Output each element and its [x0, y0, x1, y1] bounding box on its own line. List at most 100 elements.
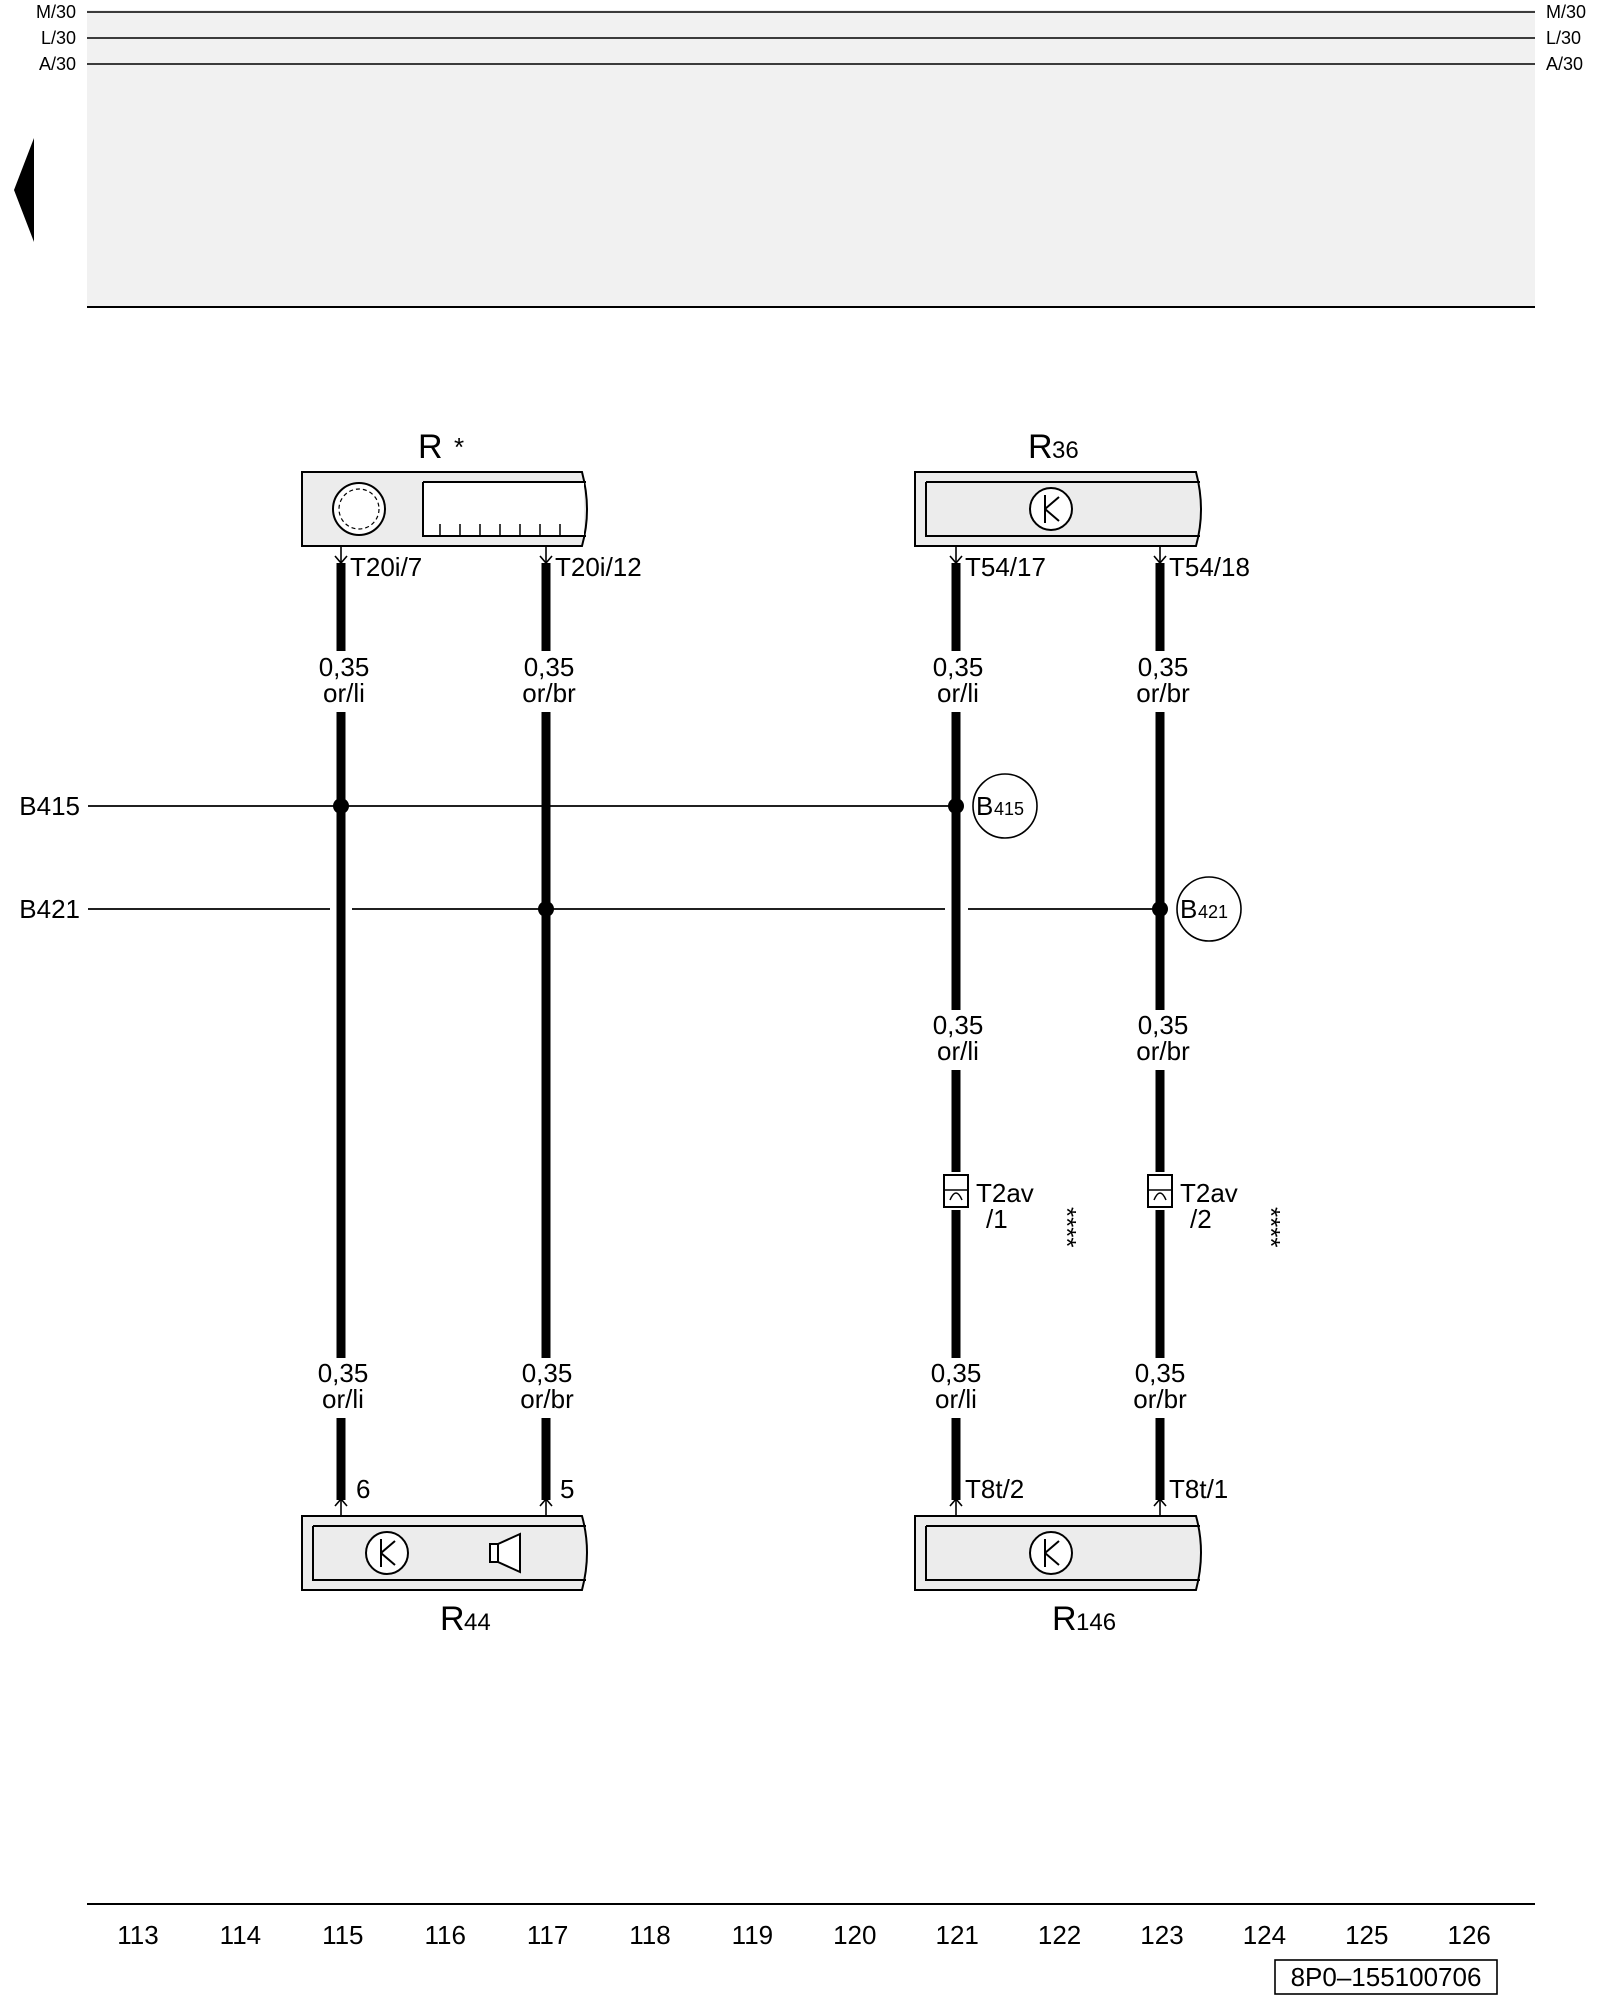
- junction-dot: [948, 798, 964, 814]
- svg-text:0,35: 0,35: [931, 1358, 982, 1388]
- connector-pin-bottom-2: 5: [539, 1474, 574, 1516]
- svg-text:or/br: or/br: [1136, 678, 1190, 708]
- splice-b421: B 421: [1176, 876, 1242, 942]
- component-label: R: [418, 428, 443, 466]
- rail-l30: L/30 L/30: [41, 28, 1581, 48]
- connector-label: T54/17: [965, 552, 1046, 582]
- junction-dot: [333, 798, 349, 814]
- wire-label-1-bot: 0,35 or/li: [318, 1358, 369, 1414]
- inline-connector-t2av-1: T2av /1 ****: [943, 1174, 1082, 1247]
- component-r-star: R *: [301, 428, 588, 547]
- connector-label: T8t/2: [965, 1474, 1024, 1504]
- column-number: 120: [833, 1920, 876, 1950]
- svg-text:or/br: or/br: [520, 1384, 574, 1414]
- svg-text:/1: /1: [986, 1204, 1008, 1234]
- column-number: 117: [527, 1920, 568, 1950]
- svg-text:T2av: T2av: [976, 1178, 1034, 1208]
- component-r146: R 146: [914, 1515, 1202, 1638]
- column-number: 121: [936, 1920, 979, 1950]
- svg-text:or/li: or/li: [322, 1384, 364, 1414]
- connector-label: T8t/1: [1169, 1474, 1228, 1504]
- rail-label-right: M/30: [1546, 2, 1586, 22]
- svg-text:0,35: 0,35: [1138, 1010, 1189, 1040]
- column-number: 126: [1448, 1920, 1491, 1950]
- component-label: R: [1028, 428, 1053, 466]
- speaker-icon: [489, 1532, 521, 1574]
- component-number: 36: [1052, 437, 1079, 464]
- svg-text:B: B: [976, 791, 993, 821]
- wire-label-3-bot: 0,35 or/li: [931, 1358, 982, 1414]
- connector-pin-top-4: T54/18: [1153, 546, 1250, 582]
- svg-text:or/br: or/br: [1133, 1384, 1187, 1414]
- junction-dot: [538, 901, 554, 917]
- component-label: R: [1052, 1600, 1077, 1638]
- previous-page-arrow-icon[interactable]: [14, 138, 34, 242]
- svg-text:8P0–155100706: 8P0–155100706: [1291, 1962, 1482, 1992]
- svg-text:or/br: or/br: [1136, 1036, 1190, 1066]
- svg-text:415: 415: [994, 799, 1024, 819]
- svg-text:0,35: 0,35: [319, 652, 370, 682]
- column-number: 118: [629, 1920, 670, 1950]
- svg-text:or/li: or/li: [937, 678, 979, 708]
- rail-label-left: L/30: [41, 28, 76, 48]
- rail-label-right: A/30: [1546, 54, 1583, 74]
- column-number: 115: [322, 1920, 363, 1950]
- connector-label: T20i/7: [350, 552, 422, 582]
- svg-text:or/li: or/li: [935, 1384, 977, 1414]
- bus-b421: B421: [19, 894, 1160, 924]
- connector-pin-top-3: T54/17: [949, 546, 1046, 582]
- column-number: 125: [1345, 1920, 1388, 1950]
- svg-text:B: B: [1180, 894, 1197, 924]
- connector-pin-bottom-1: 6: [334, 1474, 370, 1516]
- rail-m30: M/30 M/30: [36, 2, 1586, 22]
- connector-label: T54/18: [1169, 552, 1250, 582]
- svg-text:0,35: 0,35: [522, 1358, 573, 1388]
- svg-text:421: 421: [1198, 902, 1228, 922]
- connector-pin-top-1: T20i/7: [334, 546, 422, 582]
- connector-label: 5: [560, 1474, 574, 1504]
- svg-text:or/li: or/li: [937, 1036, 979, 1066]
- gauge-icon: [332, 482, 386, 536]
- rail-label-left: M/30: [36, 2, 76, 22]
- wire-label-4-mid: 0,35 or/br: [1136, 1010, 1190, 1066]
- component-r44: R 44: [301, 1515, 588, 1638]
- antenna-icon: [1029, 1531, 1073, 1575]
- antenna-icon: [365, 1531, 409, 1575]
- top-panel: [87, 10, 1535, 307]
- splice-b415: B 415: [972, 773, 1038, 839]
- document-id: 8P0–155100706: [1274, 1959, 1498, 1995]
- svg-text:or/br: or/br: [522, 678, 576, 708]
- wire-label-4-bot: 0,35 or/br: [1133, 1358, 1187, 1414]
- component-number: 44: [464, 1609, 491, 1636]
- antenna-icon: [1029, 487, 1073, 531]
- rail-a30: A/30 A/30: [39, 54, 1583, 74]
- rail-label-left: A/30: [39, 54, 76, 74]
- wire-label-3-top: 0,35 or/li: [933, 652, 984, 708]
- column-number: 114: [220, 1920, 261, 1950]
- junction-dot: [1152, 901, 1168, 917]
- svg-text:0,35: 0,35: [1138, 652, 1189, 682]
- connector-pin-bottom-3: T8t/2: [949, 1474, 1024, 1516]
- component-label: R: [440, 1600, 465, 1638]
- svg-text:0,35: 0,35: [933, 1010, 984, 1040]
- component-r36: R 36: [914, 428, 1202, 547]
- column-number: 113: [117, 1920, 158, 1950]
- svg-text:0,35: 0,35: [524, 652, 575, 682]
- connector-label: 6: [356, 1474, 370, 1504]
- wire-label-3-mid: 0,35 or/li: [933, 1010, 984, 1066]
- column-number: 116: [424, 1920, 465, 1950]
- column-number: 123: [1140, 1920, 1183, 1950]
- connector-pin-bottom-4: T8t/1: [1153, 1474, 1228, 1516]
- wire-label-4-top: 0,35 or/br: [1136, 652, 1190, 708]
- svg-text:or/li: or/li: [323, 678, 365, 708]
- bus-b415: B415: [19, 791, 955, 821]
- wire-label-1-top: 0,35 or/li: [319, 652, 370, 708]
- wire-label-2-top: 0,35 or/br: [522, 652, 576, 708]
- bus-label: B421: [19, 894, 80, 924]
- svg-text:0,35: 0,35: [318, 1358, 369, 1388]
- connector-label: T20i/12: [555, 552, 642, 582]
- bus-label: B415: [19, 791, 80, 821]
- column-number: 124: [1243, 1920, 1286, 1950]
- svg-text:0,35: 0,35: [933, 652, 984, 682]
